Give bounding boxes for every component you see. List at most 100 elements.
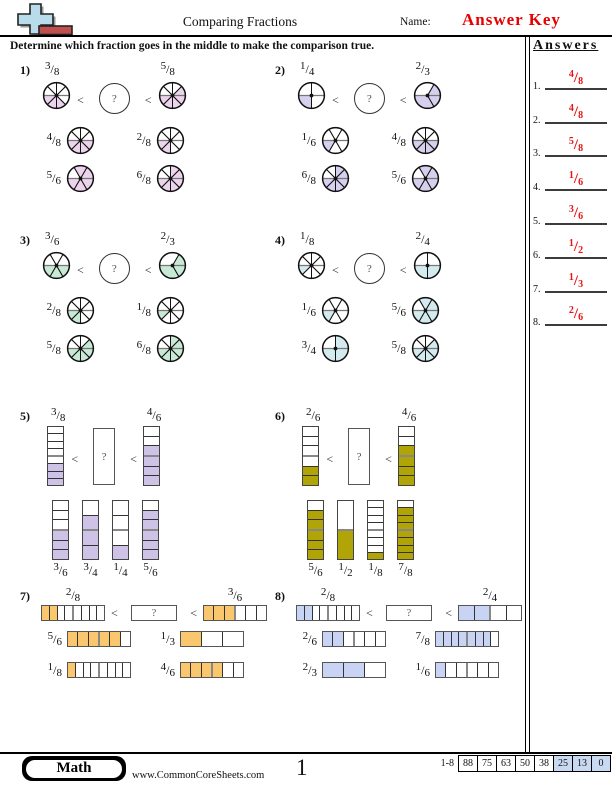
question-box: ? <box>93 428 116 485</box>
option-figure: 1/8 <box>366 500 385 579</box>
given-fraction-figure: 2/4 <box>413 230 442 280</box>
answer-blank-line <box>545 121 607 124</box>
footer-rule <box>0 752 612 755</box>
fraction-bar <box>67 662 131 678</box>
fraction-label: 5/6 <box>308 561 323 579</box>
fraction-bar <box>82 500 99 560</box>
answer-blank-line <box>545 290 607 293</box>
fraction-label: 2/3 <box>160 230 175 248</box>
less-than-symbol: < <box>190 606 197 620</box>
fraction-label: 1/6 <box>301 301 316 319</box>
fraction-label: 4/6 <box>160 660 175 679</box>
answer-key-text: Answer Key <box>462 10 561 29</box>
answer-number: 8. <box>533 317 541 329</box>
fraction-bar <box>52 500 69 560</box>
option-figure: 4/8 <box>372 126 462 155</box>
option-figure: 5/8 <box>372 334 462 363</box>
option-figure: 2/8 <box>27 296 117 325</box>
score-cell: 25 <box>553 755 573 772</box>
fraction-bar <box>337 500 354 560</box>
answer-number: 3. <box>533 148 541 160</box>
fraction-label: 1/4 <box>300 60 315 78</box>
option-figure: 1/6 <box>282 296 372 325</box>
answer-number: 6. <box>533 249 541 261</box>
option-figure: 5/6 <box>141 500 160 579</box>
fraction-pie <box>413 251 441 280</box>
fraction-bar <box>142 426 160 486</box>
fraction-bar <box>397 426 415 486</box>
answer-blank-line <box>545 256 607 259</box>
less-than-symbol: < <box>332 93 339 107</box>
fraction-label: 2/6 <box>306 406 321 424</box>
problem-number: 1) <box>20 63 30 77</box>
fraction-pie <box>66 296 95 325</box>
fraction-bar <box>322 662 386 678</box>
fraction-pie <box>411 334 440 363</box>
less-than-symbol: < <box>111 606 118 620</box>
option-figure: 3/4 <box>81 500 100 579</box>
given-fraction-figure: 1/4 <box>297 60 326 110</box>
score-cell: 75 <box>477 755 497 772</box>
fraction-label: 1/8 <box>47 660 62 679</box>
page-number: 1 <box>296 755 308 780</box>
score-cell: 38 <box>534 755 554 772</box>
option-figure: 3/6 <box>51 500 70 579</box>
given-fraction-figure: 4/6 <box>142 406 161 486</box>
question-circle: ? <box>353 83 385 114</box>
given-fraction-figure: 1/8 <box>297 230 326 280</box>
given-fraction-figure: 2/3 <box>158 230 187 280</box>
answer-item-1: 1.4/8 <box>531 60 610 94</box>
fraction-bar <box>397 500 414 560</box>
math-badge-label: Math <box>25 758 123 779</box>
fraction-label: 5/6 <box>391 169 406 187</box>
question-circle: ? <box>353 253 385 284</box>
answer-blank-line <box>545 324 607 327</box>
option-figure: 4/8 <box>27 126 117 155</box>
fraction-bar <box>180 631 244 647</box>
question-circle: ? <box>98 253 130 284</box>
question-box: ? <box>385 605 433 621</box>
fraction-pie <box>156 164 185 193</box>
given-fraction-figure: 3/6 <box>42 230 71 280</box>
fraction-label: 1/2 <box>338 561 353 579</box>
option-figure: 1/6 <box>282 126 372 155</box>
fraction-label: 4/8 <box>46 131 61 149</box>
fraction-pie <box>66 126 95 155</box>
fraction-label: 3/6 <box>227 586 243 604</box>
fraction-label: 3/8 <box>51 406 66 424</box>
answers-heading: Answers <box>533 38 599 53</box>
given-fraction-figure: 3/6 <box>203 586 267 621</box>
less-than-symbol: < <box>71 452 79 466</box>
given-fraction-figure: 5/8 <box>158 60 187 110</box>
answer-blank-line <box>545 222 607 225</box>
score-cell: 50 <box>515 755 535 772</box>
fraction-label: 2/8 <box>46 301 61 319</box>
fraction-pie <box>321 164 350 193</box>
less-than-symbol: < <box>332 263 339 277</box>
fraction-bar <box>296 605 360 621</box>
fraction-label: 1/3 <box>160 629 175 648</box>
option-figure: 1/8 <box>117 296 207 325</box>
option-figure: 5/8 <box>27 334 117 363</box>
option-figure: 2/8 <box>117 126 207 155</box>
fraction-pie <box>156 334 185 363</box>
fraction-label: 7/8 <box>415 629 430 648</box>
option-figure: 7/8 <box>396 500 415 579</box>
answer-blank-line <box>545 87 607 90</box>
fraction-pie <box>321 126 350 155</box>
fraction-label: 2/3 <box>415 60 430 78</box>
less-than-symbol: < <box>366 606 373 620</box>
option-figure: 2/6 <box>295 630 408 648</box>
given-fraction-figure: 2/6 <box>302 406 321 486</box>
answer-number: 5. <box>533 215 541 227</box>
fraction-bar <box>180 662 244 678</box>
score-cell: 63 <box>496 755 516 772</box>
fraction-pie <box>411 126 440 155</box>
given-fraction-figure: 2/4 <box>458 586 522 621</box>
fraction-pie <box>297 81 326 110</box>
fraction-label: 2/8 <box>65 586 81 604</box>
fraction-bar <box>367 500 384 560</box>
